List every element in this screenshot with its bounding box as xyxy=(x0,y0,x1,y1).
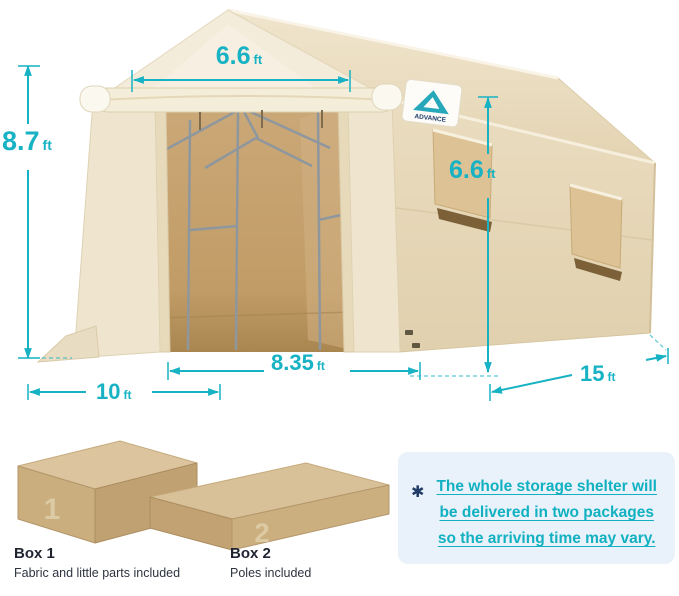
note-line: be delivered in two packages xyxy=(439,504,654,521)
pole-cap-right xyxy=(371,83,403,111)
rolled-door-shade xyxy=(99,95,391,101)
box-1-description: Fabric and little parts included xyxy=(14,566,181,580)
gable-sheen xyxy=(152,24,318,90)
dimension-value: 6.6 xyxy=(215,42,251,70)
box-2-title: Box 2 xyxy=(230,545,271,562)
dimension-arrows xyxy=(18,64,669,401)
delivery-note: ✱ The whole storage shelter will be deli… xyxy=(398,452,675,564)
depth-arrow-right xyxy=(645,354,668,362)
dimension-value: 10 xyxy=(96,379,121,404)
dimension-unit: ft xyxy=(253,52,263,67)
dimension-unit: ft xyxy=(607,370,616,384)
door-straps xyxy=(199,110,323,130)
box-1-number: 1 xyxy=(44,493,61,526)
box-2-number: 2 xyxy=(254,518,269,548)
back-edge xyxy=(649,162,656,334)
delivery-note-text: The whole storage shelter will be delive… xyxy=(428,452,675,564)
dimension-value: 8.35 xyxy=(271,350,314,375)
shelter-illustration: ADVANCE xyxy=(36,8,656,363)
dimension-value: 15 xyxy=(580,361,605,386)
asterisk-icon: ✱ xyxy=(411,484,425,501)
roof-ridge xyxy=(227,8,559,80)
depth-arrow-left xyxy=(490,374,573,394)
brand-badge: ADVANCE xyxy=(401,78,463,128)
package-box-1: 1 xyxy=(17,440,198,544)
dimension-unit: ft xyxy=(486,166,496,181)
brand-logo-snowcap xyxy=(423,97,440,110)
dimension-unit: ft xyxy=(316,359,325,373)
dimension-value: 6.6 xyxy=(449,156,484,184)
front-panel-left xyxy=(73,100,161,359)
pole-cap-left xyxy=(79,85,111,113)
brand-label: ADVANCE xyxy=(414,113,447,124)
note-line: so the arriving time may vary. xyxy=(437,530,656,547)
box-1-title: Box 1 xyxy=(14,545,55,562)
front-panel-right xyxy=(347,99,401,353)
frame-poles xyxy=(164,105,348,351)
side-window-front xyxy=(432,128,493,232)
package-boxes: 1 2 xyxy=(17,440,390,551)
note-line: The whole storage shelter will xyxy=(436,478,657,495)
front-skirt-flap xyxy=(36,325,100,363)
dimension-unit: ft xyxy=(42,137,52,153)
dimension-value: 8.7 xyxy=(2,126,40,156)
side-window-back xyxy=(569,183,623,281)
interior-right-wall xyxy=(300,104,352,350)
wall-buckles xyxy=(405,330,420,348)
box-2-description: Poles included xyxy=(230,566,312,580)
package-box-2: 2 xyxy=(149,462,390,551)
dimension-unit: ft xyxy=(123,388,132,402)
